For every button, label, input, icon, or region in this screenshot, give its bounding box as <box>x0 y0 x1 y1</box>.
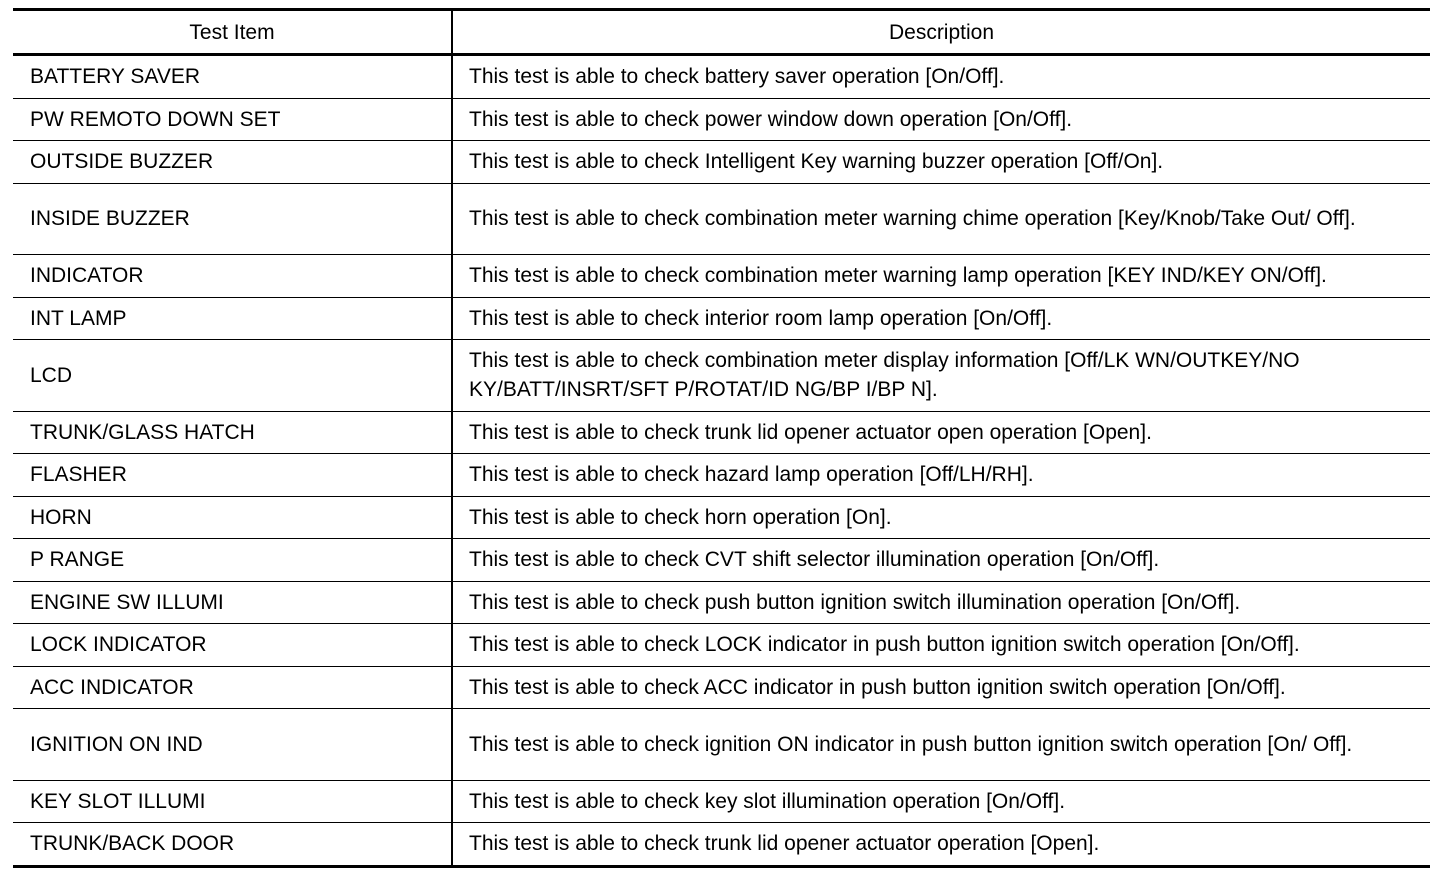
test-item-table: Test Item Description BATTERY SAVER This… <box>13 8 1430 868</box>
test-item-cell: INT LAMP <box>13 297 453 340</box>
description-cell: This test is able to check ignition ON i… <box>452 708 1430 781</box>
test-item-cell: IGNITION ON IND <box>13 708 453 781</box>
table-row: LCD This test is able to check combinati… <box>13 339 1430 412</box>
test-item-cell: TRUNK/GLASS HATCH <box>13 411 453 454</box>
description-cell: This test is able to check combination m… <box>452 183 1430 255</box>
test-item-cell: ACC INDICATOR <box>13 666 453 709</box>
table-row: KEY SLOT ILLUMI This test is able to che… <box>13 780 1430 823</box>
table-row: INT LAMP This test is able to check inte… <box>13 297 1430 340</box>
description-cell: This test is able to check LOCK indicato… <box>452 623 1430 667</box>
header-description: Description <box>452 8 1430 56</box>
test-item-cell: LCD <box>13 339 453 412</box>
test-item-cell: INDICATOR <box>13 254 453 298</box>
description-cell: This test is able to check battery saver… <box>452 54 1430 99</box>
table-row: P RANGE This test is able to check CVT s… <box>13 538 1430 582</box>
test-item-cell: BATTERY SAVER <box>13 54 453 99</box>
description-cell: This test is able to check hazard lamp o… <box>452 453 1430 497</box>
table-row: TRUNK/BACK DOOR This test is able to che… <box>13 822 1430 868</box>
table-header-row: Test Item Description <box>13 8 1430 56</box>
description-cell: This test is able to check key slot illu… <box>452 780 1430 823</box>
description-cell: This test is able to check power window … <box>452 98 1430 141</box>
description-cell: This test is able to check trunk lid ope… <box>452 411 1430 454</box>
test-item-cell: HORN <box>13 496 453 539</box>
description-cell: This test is able to check ACC indicator… <box>452 666 1430 709</box>
table-row: TRUNK/GLASS HATCH This test is able to c… <box>13 411 1430 454</box>
description-cell: This test is able to check horn operatio… <box>452 496 1430 539</box>
table-row: INSIDE BUZZER This test is able to check… <box>13 183 1430 255</box>
description-cell: This test is able to check Intelligent K… <box>452 140 1430 184</box>
table-row: FLASHER This test is able to check hazar… <box>13 453 1430 497</box>
test-item-cell: OUTSIDE BUZZER <box>13 140 453 184</box>
table-row: ACC INDICATOR This test is able to check… <box>13 666 1430 709</box>
test-item-cell: P RANGE <box>13 538 453 582</box>
test-item-cell: INSIDE BUZZER <box>13 183 453 255</box>
table-row: HORN This test is able to check horn ope… <box>13 496 1430 539</box>
description-cell: This test is able to check trunk lid ope… <box>452 822 1430 868</box>
test-item-cell: KEY SLOT ILLUMI <box>13 780 453 823</box>
description-cell: This test is able to check CVT shift sel… <box>452 538 1430 582</box>
header-test-item: Test Item <box>13 8 453 56</box>
test-item-cell: FLASHER <box>13 453 453 497</box>
table-row: INDICATOR This test is able to check com… <box>13 254 1430 298</box>
table-row: OUTSIDE BUZZER This test is able to chec… <box>13 140 1430 184</box>
test-item-cell: LOCK INDICATOR <box>13 623 453 667</box>
table-row: ENGINE SW ILLUMI This test is able to ch… <box>13 581 1430 624</box>
test-item-cell: TRUNK/BACK DOOR <box>13 822 453 868</box>
description-cell: This test is able to check interior room… <box>452 297 1430 340</box>
test-item-cell: ENGINE SW ILLUMI <box>13 581 453 624</box>
test-item-cell: PW REMOTO DOWN SET <box>13 98 453 141</box>
description-cell: This test is able to check combination m… <box>452 339 1430 412</box>
table-row: LOCK INDICATOR This test is able to chec… <box>13 623 1430 667</box>
table-row: PW REMOTO DOWN SET This test is able to … <box>13 98 1430 141</box>
table-row: IGNITION ON IND This test is able to che… <box>13 708 1430 781</box>
description-cell: This test is able to check push button i… <box>452 581 1430 624</box>
table-row: BATTERY SAVER This test is able to check… <box>13 54 1430 99</box>
description-cell: This test is able to check combination m… <box>452 254 1430 298</box>
